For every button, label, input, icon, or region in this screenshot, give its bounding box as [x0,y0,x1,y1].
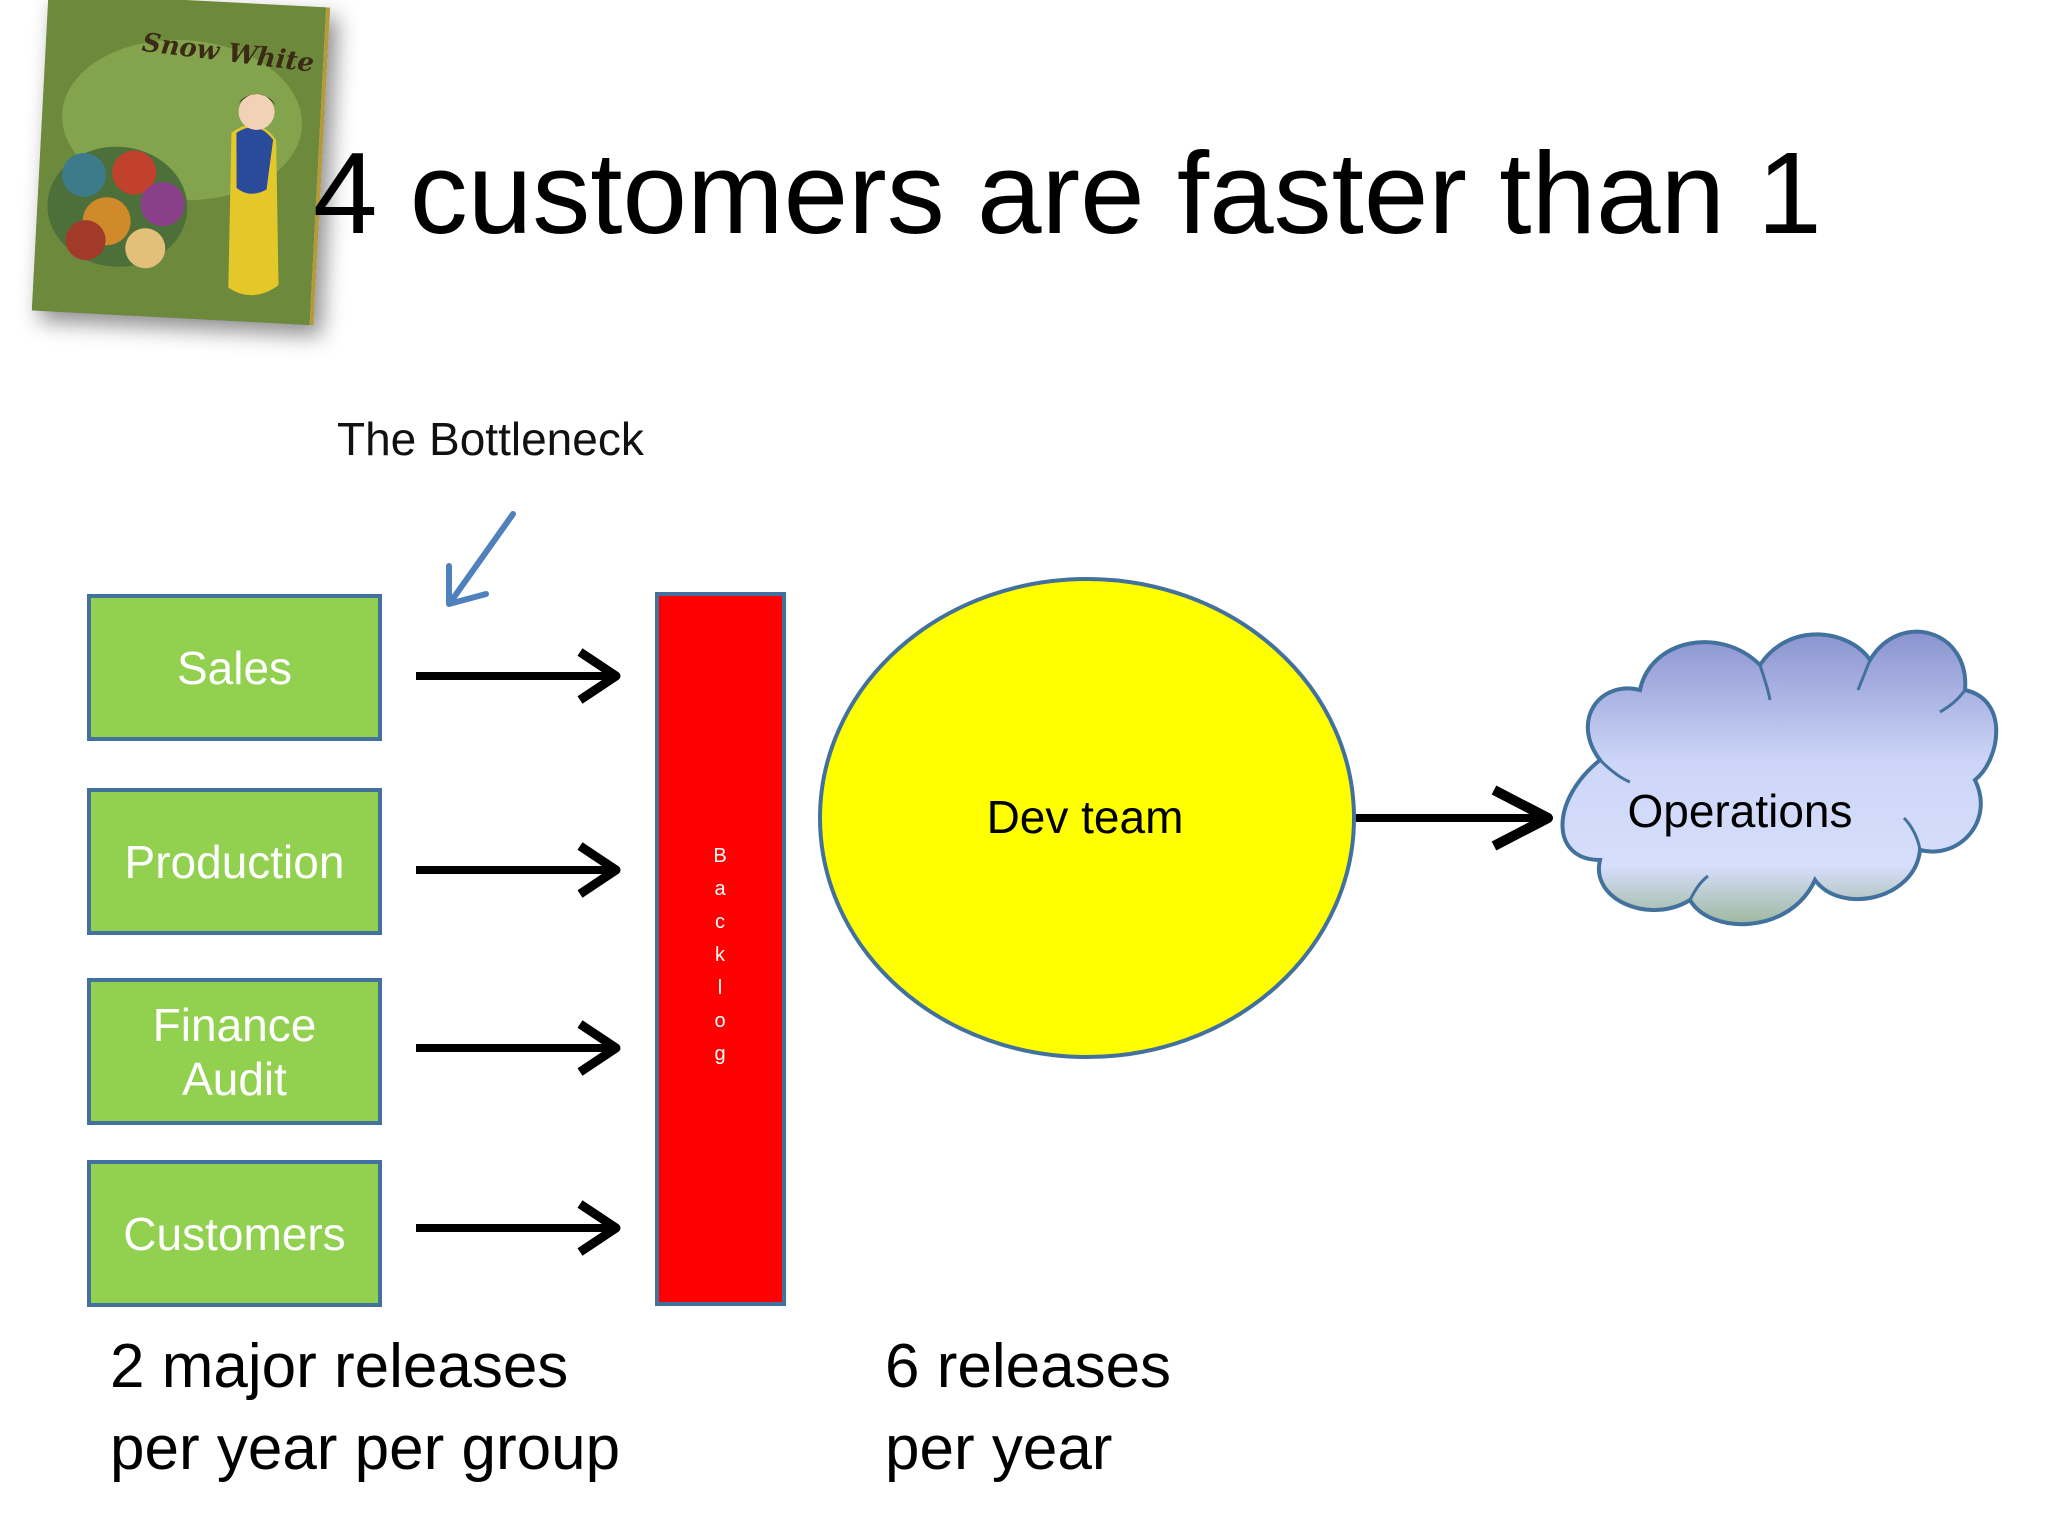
operations-label: Operations [1627,785,1853,837]
left-note: 2 major releases per year per group [110,1326,620,1490]
book-illustration [31,0,327,325]
source-label-finance-audit: Finance Audit [152,998,317,1105]
slide-title: 4 customers are faster than 1 [313,128,1822,258]
arrow-finance-to-backlog [416,1020,621,1076]
snow-white-book-image: Snow White [31,0,331,326]
arrow-production-to-backlog [416,842,621,898]
arrow-sales-to-backlog [416,648,621,704]
source-box-customers: Customers [87,1160,382,1307]
dev-team-ellipse [818,577,1356,1059]
right-note-line1: 6 releases [885,1332,1172,1401]
right-note: 6 releases per year [885,1326,1171,1490]
source-label-customers: Customers [123,1207,346,1260]
right-note-line2: per year [885,1414,1113,1483]
source-box-sales: Sales [87,594,382,741]
source-label-sales: Sales [176,641,293,694]
source-box-finance-audit: Finance Audit [87,978,382,1125]
backlog-vertical-label: B a c k l o g [713,845,727,1065]
dev-team-label: Dev team [986,791,1184,843]
left-note-line1: 2 major releases [110,1332,569,1401]
source-box-production: Production [87,788,382,935]
bottleneck-label: The Bottleneck [337,413,644,465]
left-note-line2: per year per group [110,1414,621,1483]
arrow-devteam-to-operations [1356,785,1553,851]
source-label-production: Production [124,835,345,888]
backlog-bar [655,592,786,1306]
bottleneck-pointer-arrow [446,511,516,607]
operations-cloud [1560,629,1999,927]
arrow-customers-to-backlog [416,1200,621,1256]
